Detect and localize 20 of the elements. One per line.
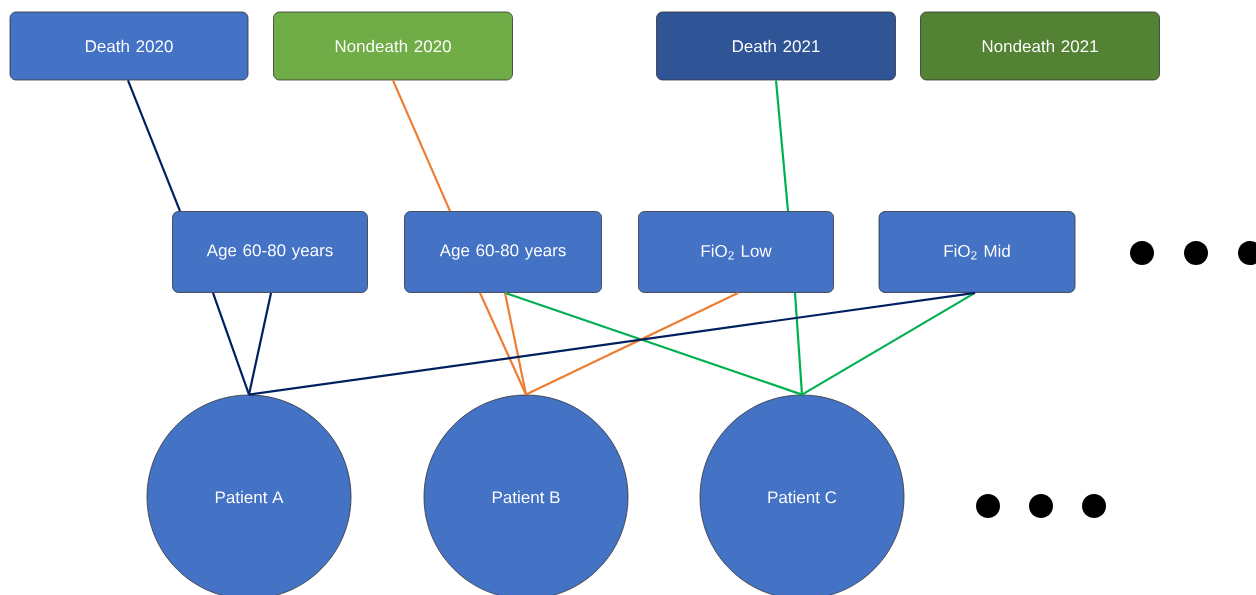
connector-line — [211, 292, 251, 395]
connector-line — [525, 291, 739, 396]
connector-line — [126, 80, 182, 212]
connector-line — [392, 79, 451, 212]
connector-line — [801, 291, 976, 396]
connector-line — [479, 292, 527, 396]
label-box: Nondeath 2021 — [920, 11, 1160, 81]
connector-line — [793, 292, 804, 395]
connector-line — [248, 291, 976, 396]
label-box: Death 2021 — [656, 11, 896, 81]
label-box: Death 2020 — [9, 11, 249, 81]
connector-line — [774, 80, 790, 212]
label-box: Age 60-80 years — [172, 211, 368, 293]
connector-line — [503, 292, 528, 395]
label-box: FiO$_{2}$ Mid — [878, 211, 1076, 293]
label-box: FiO$_{2}$ Low — [638, 211, 834, 293]
connector-line — [247, 292, 273, 395]
label-box: Nondeath 2020 — [273, 11, 513, 81]
label-box: Age 60-80 years — [404, 211, 602, 293]
connector-line — [504, 291, 803, 396]
